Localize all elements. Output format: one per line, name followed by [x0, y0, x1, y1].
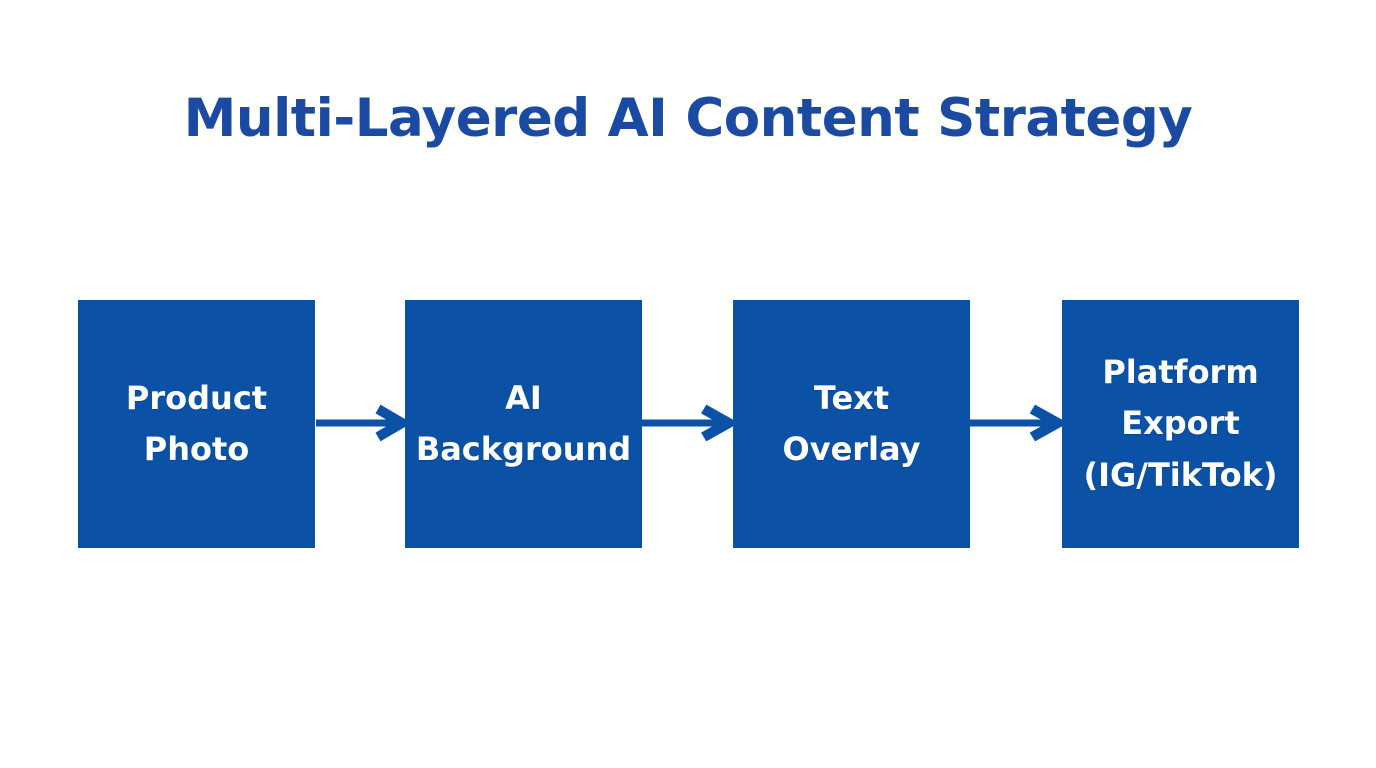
flow-step-platform-export: Platform Export (IG/TikTok) [1062, 300, 1299, 548]
diagram-title: Multi-Layered AI Content Strategy [183, 88, 1193, 149]
flow-step-text-overlay: Text Overlay [733, 300, 970, 548]
arrow-right-icon [639, 403, 735, 443]
arrow-right-icon [967, 403, 1064, 443]
flow-step-label: Platform Export (IG/TikTok) [1083, 353, 1278, 494]
flow-step-ai-background: AI Background [405, 300, 642, 548]
flow-step-label: Product Photo [125, 378, 268, 468]
flow-step-product-photo: Product Photo [78, 300, 315, 548]
flow-step-label: AI Background [415, 378, 632, 468]
arrow-right-icon [316, 403, 408, 443]
flow-step-label: Text Overlay [782, 378, 921, 468]
